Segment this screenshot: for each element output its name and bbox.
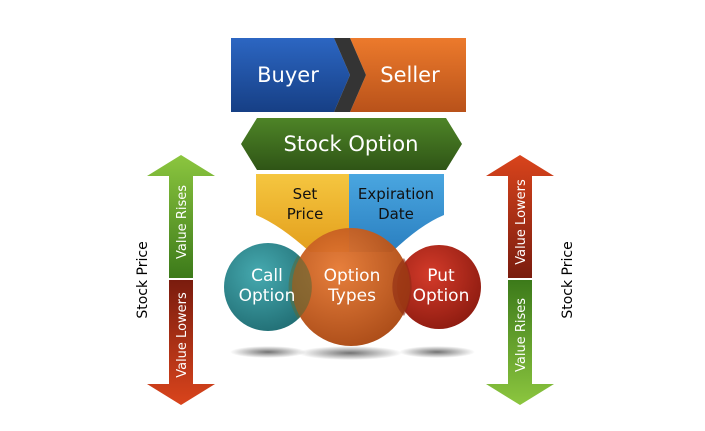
right-down-label: Value Rises bbox=[514, 298, 529, 372]
call-types-overlap bbox=[288, 255, 312, 319]
seller-block bbox=[350, 38, 466, 112]
right-up-label: Value Lowers bbox=[514, 179, 529, 265]
left-up-arrow bbox=[147, 155, 215, 278]
call-option-circle bbox=[224, 243, 312, 331]
expiration-line2: Date bbox=[378, 205, 414, 223]
buyer-seller-junction bbox=[334, 38, 366, 112]
left-down-label: Value Lowers bbox=[175, 292, 190, 378]
types-shadow bbox=[298, 346, 402, 360]
call-shadow bbox=[230, 346, 306, 358]
stock-option-banner bbox=[241, 118, 462, 170]
types-line1: Option bbox=[324, 266, 381, 286]
buyer-label: Buyer bbox=[257, 63, 319, 87]
right-down-arrow bbox=[486, 280, 554, 405]
call-line1: Call bbox=[251, 266, 283, 286]
seller-label: Seller bbox=[380, 63, 440, 87]
put-shadow bbox=[399, 346, 475, 358]
left-up-label: Value Rises bbox=[175, 185, 190, 259]
put-line1: Put bbox=[427, 266, 455, 286]
types-line2: Types bbox=[327, 286, 376, 306]
put-option-circle bbox=[397, 245, 481, 329]
right-up-arrow bbox=[486, 155, 554, 278]
left-down-arrow bbox=[147, 280, 215, 405]
stock-option-title: Stock Option bbox=[284, 132, 419, 156]
set-price-block bbox=[256, 174, 349, 252]
types-put-overlap bbox=[392, 258, 412, 316]
put-line2: Option bbox=[413, 286, 470, 306]
set-price-line2: Price bbox=[287, 205, 324, 223]
buyer-block bbox=[231, 38, 350, 112]
right-axis-label: Stock Price bbox=[560, 241, 576, 318]
expiration-line1: Expiration bbox=[358, 185, 434, 203]
option-types-circle bbox=[292, 228, 410, 346]
set-price-line1: Set bbox=[293, 185, 318, 203]
call-line2: Option bbox=[239, 286, 296, 306]
left-axis-label: Stock Price bbox=[135, 241, 151, 318]
